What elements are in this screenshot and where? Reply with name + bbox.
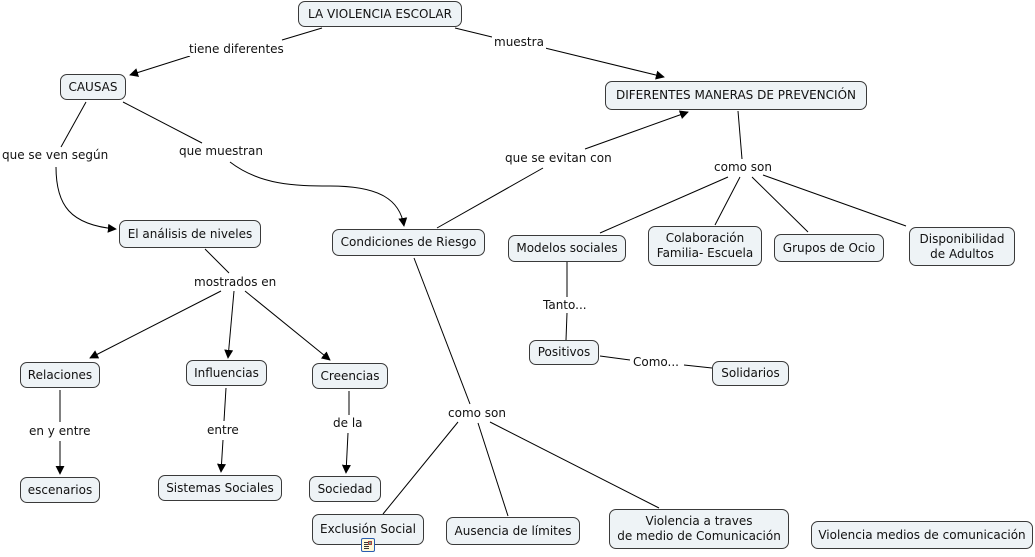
- concept-solidarios[interactable]: Solidarios: [712, 361, 789, 386]
- linking-phrase-que-muestran[interactable]: que muestran: [177, 144, 265, 158]
- link-line: [89, 290, 222, 359]
- attached-resource-icon[interactable]: [361, 538, 375, 552]
- linking-phrase-como[interactable]: Como...: [631, 355, 681, 369]
- linking-phrase-como-son-prevencion[interactable]: como son: [712, 160, 774, 174]
- concept-violencia-medios-de-comunicacion[interactable]: Violencia medios de comunicación: [811, 521, 1033, 549]
- concept-diferentes-maneras-de-prevencion[interactable]: DIFERENTES MANERAS DE PREVENCIÓN: [605, 81, 867, 110]
- link-line: [382, 421, 459, 515]
- link-line: [544, 47, 665, 80]
- link-line: [413, 257, 471, 405]
- linking-phrase-de-la[interactable]: de la: [331, 416, 365, 430]
- link-line: [223, 387, 227, 422]
- link-line: [737, 110, 743, 160]
- concept-ausencia-de-limites[interactable]: Ausencia de límites: [446, 517, 580, 545]
- link-line: [204, 248, 230, 274]
- link-line: [454, 27, 493, 38]
- concept-influencias[interactable]: Influencias: [186, 360, 267, 386]
- linking-phrase-entre[interactable]: entre: [205, 423, 241, 437]
- link-line: [229, 161, 408, 227]
- concept-escenarios[interactable]: escenarios: [20, 477, 100, 503]
- concept-positivos[interactable]: Positivos: [529, 340, 599, 365]
- concept-relaciones[interactable]: Relaciones: [20, 362, 100, 388]
- link-line: [60, 101, 87, 148]
- concept-sistemas-sociales[interactable]: Sistemas Sociales: [158, 475, 282, 501]
- concept-creencias[interactable]: Creencias: [312, 363, 388, 389]
- linking-phrase-mostrados-en[interactable]: mostrados en: [192, 275, 279, 289]
- concept-la-violencia-escolar[interactable]: LA VIOLENCIA ESCOLAR: [298, 1, 462, 27]
- concept-causas[interactable]: CAUSAS: [60, 74, 126, 100]
- concept-grupos-de-ocio[interactable]: Grupos de Ocio: [774, 234, 884, 262]
- concept-disponibilidad-de-adultos[interactable]: Disponibilidad de Adultos: [909, 227, 1015, 266]
- linking-phrase-que-se-ven-segun[interactable]: que se ven según: [0, 148, 111, 162]
- link-line: [341, 432, 351, 474]
- link-line: [281, 27, 323, 41]
- link-line: [599, 176, 729, 234]
- link-line: [751, 176, 809, 233]
- link-line: [489, 421, 660, 509]
- linking-phrase-como-son-riesgo[interactable]: como son: [446, 406, 508, 420]
- concept-sociedad[interactable]: Sociedad: [309, 476, 381, 502]
- link-line: [683, 364, 713, 369]
- link-line: [477, 422, 509, 517]
- concept-el-analisis-de-niveles[interactable]: El análisis de niveles: [119, 220, 261, 248]
- link-line: [122, 101, 203, 144]
- linking-phrase-tiene-diferentes[interactable]: tiene diferentes: [187, 42, 286, 56]
- link-line: [244, 290, 331, 361]
- concept-exclusion-social[interactable]: Exclusión Social: [312, 514, 424, 545]
- concept-condiciones-de-riesgo[interactable]: Condiciones de Riesgo: [332, 229, 485, 256]
- link-line: [599, 355, 631, 361]
- concept-modelos-sociales[interactable]: Modelos sociales: [508, 235, 626, 262]
- linking-phrase-tanto[interactable]: Tanto...: [541, 298, 589, 312]
- link-line: [55, 166, 117, 233]
- concept-colaboracion-familia-escuela[interactable]: Colaboración Familia- Escuela: [648, 226, 762, 266]
- concept-violencia-a-traves-de-medio-de-comunicacion[interactable]: Violencia a traves de medio de Comunicac…: [609, 509, 789, 549]
- link-line: [714, 176, 741, 226]
- linking-phrase-en-y-entre[interactable]: en y entre: [27, 424, 93, 438]
- link-line: [224, 290, 235, 359]
- link-line: [584, 110, 689, 150]
- link-line: [129, 55, 191, 77]
- linking-phrase-muestra[interactable]: muestra: [492, 35, 546, 49]
- linking-phrase-que-se-evitan-con[interactable]: que se evitan con: [503, 151, 614, 165]
- link-line: [217, 439, 226, 473]
- link-line: [565, 312, 568, 341]
- link-line: [436, 167, 544, 229]
- link-line: [762, 174, 907, 227]
